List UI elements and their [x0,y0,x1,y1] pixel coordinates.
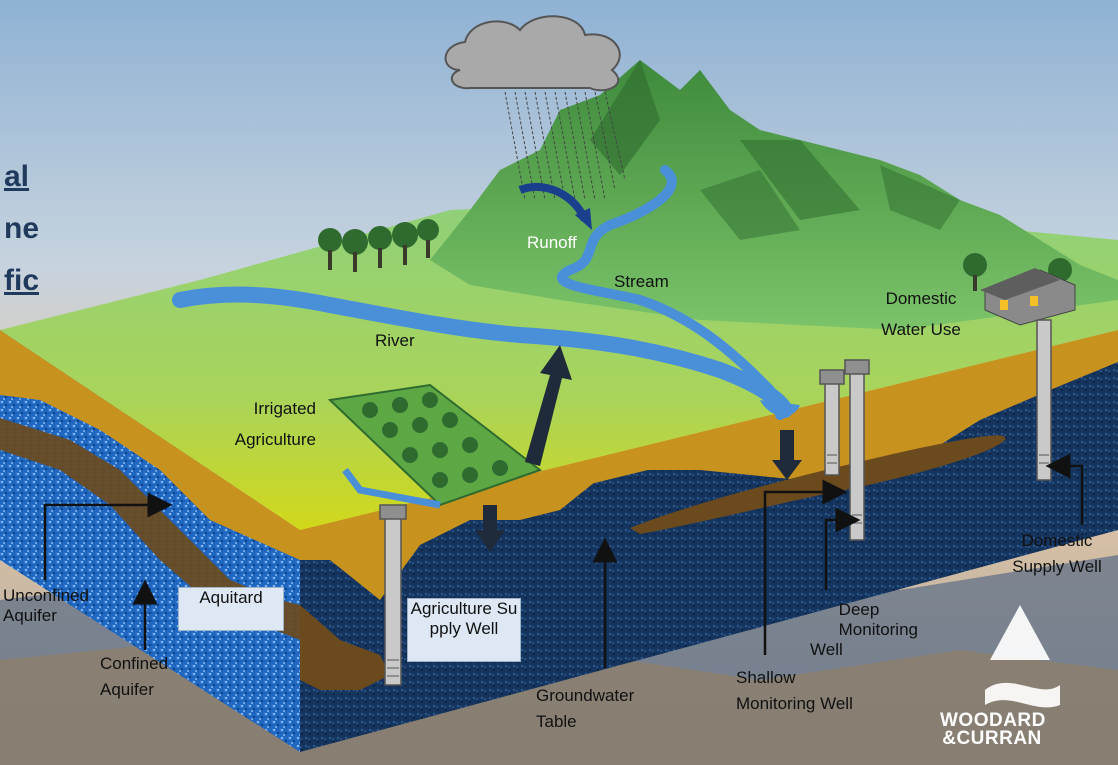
unconfined-aquifer-line-2: Aquifer [3,606,57,625]
shallow-monitoring-well-label: Shallow Monitoring Well [736,668,853,714]
irrigated-agriculture-line-1: Irrigated [253,399,316,418]
deep-monitoring-well-line-1: Deep [838,600,880,619]
side-text-line-2: ne [4,212,40,245]
agriculture-supply-well-label: Agriculture Supply Well [407,598,521,662]
domestic-supply-well-line-1: Domestic [1021,531,1093,550]
logo-line-1: WOODARD [940,710,1046,731]
confined-aquifer-label: Confined Aquifer [100,654,168,700]
domestic-water-use-line-1: Domestic [885,289,957,308]
side-text-line-1: al [4,160,30,193]
domestic-supply-well-line-2: Supply Well [1012,557,1102,576]
confined-aquifer-line-2: Aquifer [100,680,154,699]
aquitard-label: Aquitard [178,587,284,631]
domestic-supply-well-label: Domestic Supply Well [998,531,1116,577]
woodard-curran-logo: WOODARD &CURRAN [940,710,1046,749]
shallow-monitoring-well-line-2: Monitoring Well [736,694,853,713]
deep-monitoring-well-line-2: Monitoring [838,620,918,639]
deep-monitoring-well-label: Deep Monitoring Well [800,600,918,660]
river-label: River [375,331,415,350]
groundwater-table-line-2: Table [536,712,577,731]
groundwater-table-label: Groundwater Table [536,686,634,732]
stream-label: Stream [614,272,669,291]
side-text-line-3: fic [4,264,40,297]
unconfined-aquifer-line-1: Unconfined [3,586,90,605]
shallow-monitoring-well-line-1: Shallow [736,668,796,687]
irrigated-agriculture-line-2: Agriculture [234,430,316,449]
deep-monitoring-well-line-3: Well [810,640,843,659]
groundwater-table-line-1: Groundwater [536,686,635,705]
domestic-water-use-label: Domestic Water Use [866,289,976,340]
irrigated-agriculture-label: Irrigated Agriculture [224,399,316,450]
logo-line-2: &CURRAN [942,728,1042,749]
domestic-water-use-line-2: Water Use [881,320,961,339]
confined-aquifer-line-1: Confined [100,654,169,673]
runoff-label: Runoff [527,233,577,252]
unconfined-aquifer-label: Unconfined Aquifer [3,586,89,626]
